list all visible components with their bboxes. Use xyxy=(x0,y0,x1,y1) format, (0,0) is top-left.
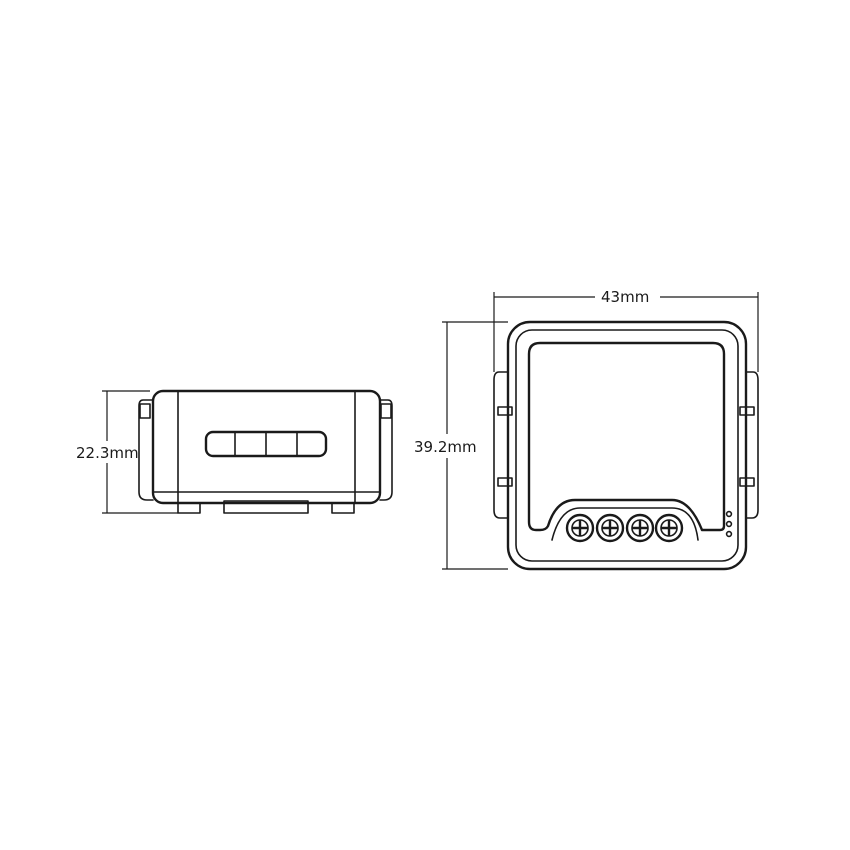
front-view-body xyxy=(506,320,748,571)
side-view-foot-center xyxy=(223,500,309,514)
front-view-clip-tab-left xyxy=(497,406,513,416)
front-view-clip-left xyxy=(493,371,509,519)
side-view-foot-left xyxy=(177,502,201,514)
terminal-screw-1 xyxy=(565,513,595,543)
indicator-hole xyxy=(725,530,733,538)
indicator-hole xyxy=(725,520,733,528)
side-view xyxy=(138,389,393,514)
front-view-clip-right xyxy=(745,371,759,519)
front-view-face-panel xyxy=(527,341,726,532)
terminal-screw-2 xyxy=(595,513,625,543)
side-view-clip-right xyxy=(379,399,393,501)
side-view-clip-tab-left xyxy=(139,403,151,419)
terminal-block-outline xyxy=(551,507,699,541)
indicator-hole xyxy=(725,510,733,518)
side-view-foot-right xyxy=(331,502,355,514)
side-view-clip-left xyxy=(138,399,154,501)
side-view-body xyxy=(151,389,382,505)
side-view-clip-tab-right xyxy=(380,403,392,419)
terminal-screw-3 xyxy=(625,513,655,543)
front-view-clip-tab-left xyxy=(497,477,513,487)
terminal-screw-4 xyxy=(654,513,684,543)
side-height-label: 22.3mm xyxy=(76,444,139,462)
front-width-label: 43mm xyxy=(601,288,649,306)
front-view-clip-tab-right xyxy=(739,477,755,487)
front-view-inner-rim xyxy=(515,329,739,562)
front-width-dimension: 43mm xyxy=(493,288,759,372)
front-height-label: 39.2mm xyxy=(414,438,477,456)
front-height-dimension: 39.2mm xyxy=(414,321,508,570)
front-view-clip-tab-right xyxy=(739,406,755,416)
front-view xyxy=(493,320,759,571)
side-height-dimension: 22.3mm xyxy=(76,390,178,514)
